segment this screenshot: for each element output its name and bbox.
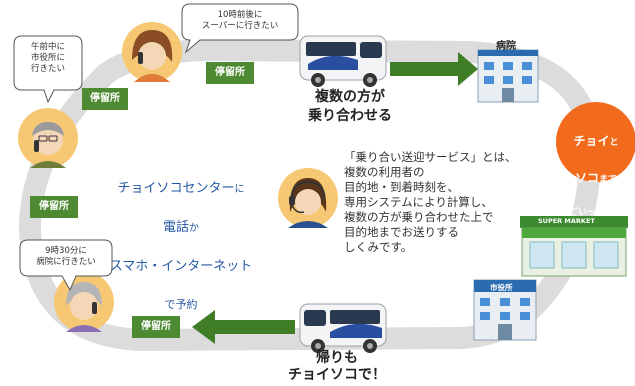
speech-bubble-bottom-text: 9時30分に 病院に行きたい: [36, 246, 96, 267]
booking-message: チョイソコセンターに 電話か スマホ・インターネット で予約: [96, 160, 266, 333]
badge-choi: チョイ: [573, 134, 610, 148]
slogan-badge: [556, 102, 635, 182]
route-track: [19, 39, 602, 351]
speech-bubble-left: [13, 35, 83, 104]
stop-sign: [132, 316, 180, 338]
arrow-right-icon: [390, 52, 478, 86]
hospital-label: 病院: [496, 41, 516, 52]
speech-bubble-bottom: [19, 239, 113, 292]
badge-made: まで: [599, 175, 618, 185]
stop-label-bottom: 停留所: [141, 321, 171, 332]
stop-label-left: 停留所: [39, 201, 69, 212]
person-icon: [18, 108, 78, 168]
booking-center-name: チョイソコセンター: [117, 181, 235, 196]
stop-sign: [206, 62, 254, 84]
arrow-left-icon: [192, 310, 295, 344]
booking-suffix-ka: か: [189, 223, 199, 234]
service-description: 「乗り合い送迎サービス」とは、 複数の利用者の 目的地・到着時刻を、 専用システ…: [344, 150, 517, 254]
city-hall-icon: [473, 279, 537, 341]
badge-together: ごいっしょに: [568, 208, 623, 218]
supermarket-icon: [520, 216, 628, 277]
hospital-icon: [477, 49, 539, 103]
stop-sign: [30, 196, 78, 218]
badge-soko: ソコ: [574, 171, 599, 185]
booking-suffix-ni: に: [234, 184, 245, 195]
supermarket-label: SUPER MARKET: [538, 217, 595, 225]
bus-icon: [299, 35, 387, 87]
stop-label-top: 停留所: [215, 67, 245, 78]
operator-icon: [278, 168, 338, 228]
badge-to: と: [609, 138, 619, 148]
bus-icon: [299, 303, 387, 353]
person-icon: [122, 22, 182, 82]
speech-bubble-left-text: 午前中に 市役所に 行きたい: [30, 42, 65, 74]
booking-internet: スマホ・インターネット: [109, 259, 253, 274]
stop-label-upper-left: 停留所: [90, 93, 120, 104]
speech-bubble-top-text: 10時前後に スーパーに行きたい: [201, 10, 279, 31]
return-trip-message: 帰りも チョイソコで！: [288, 350, 386, 383]
speech-bubble-top: [181, 3, 299, 54]
slogan-badge-text: チョイと ソコまで ごいっしょに: [556, 114, 635, 239]
booking-reserve: で予約: [164, 298, 198, 311]
shared-ride-message: 複数の方が 乗り合わせる: [308, 89, 392, 124]
booking-phone: 電話: [162, 220, 189, 235]
stop-sign: [82, 88, 128, 110]
city-hall-label: 市役所: [490, 283, 513, 292]
